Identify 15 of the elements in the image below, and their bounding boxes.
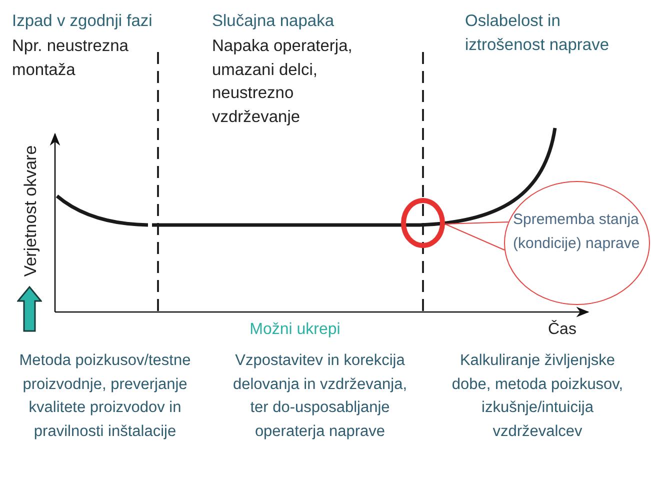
section-label: Možni ukrepi [248,320,342,340]
leader-line [444,222,509,250]
phase-description: Napaka operaterja, umazani delci, neustrezno vzdrževanje [212,36,354,128]
measure-text: Vzpostavitev in korekcija delovanja in vzdrževanja, ter do-usposabljanje operaterja naprave [232,351,408,442]
phase-heading: Slučajna napaka [212,11,336,32]
callout-bubble [504,181,650,305]
phase-description: Npr. neustrezna montaža [12,36,130,80]
callout-text: Sprememba stanja (kondicije) naprave [513,210,641,254]
highlight-ring [401,198,445,248]
measure-text: Kalkuliranje življenjske dobe, metoda poizkusov, izkušnje/intuicija vzdrževalcev [450,351,624,442]
axis-label: Verjetnost okvare [20,144,41,279]
phase-heading: Izpad v zgodnji fazi [12,11,154,32]
axis-label: Čas [548,319,578,340]
measure-text: Metoda poizkusov/testne proizvodnje, preverjanje kvalitete proizvodov in pravilnosti inštalacije [18,351,192,442]
phase-heading: Oslabelost in iztrošenost naprave [465,11,610,56]
